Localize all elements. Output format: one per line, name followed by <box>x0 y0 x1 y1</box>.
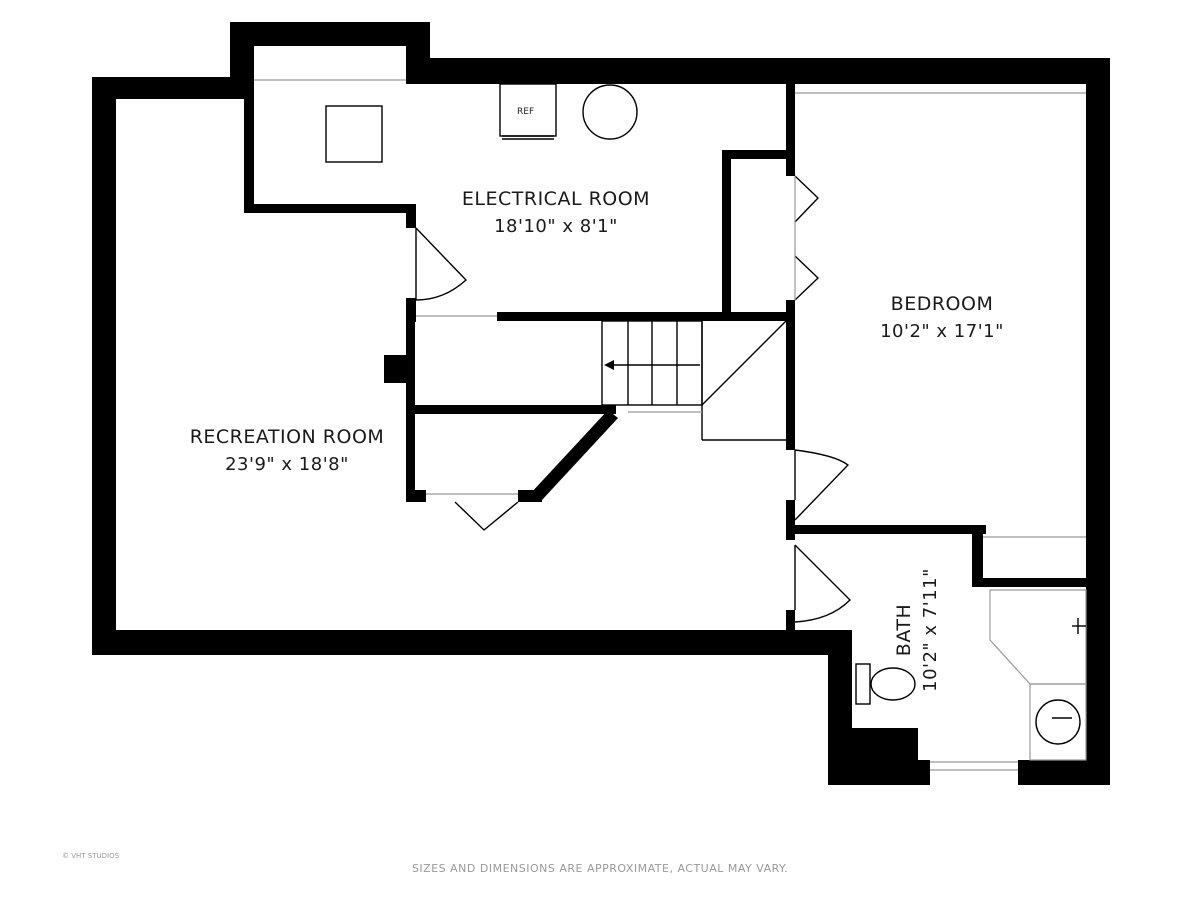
fixtures: REF <box>325 83 1086 745</box>
toilet-tank-icon <box>855 663 871 705</box>
water-heater-icon <box>582 84 638 140</box>
exterior-walls <box>92 22 1110 785</box>
bath-name: BATH <box>893 604 915 656</box>
toilet-icon <box>870 667 916 701</box>
thin-lines <box>254 79 1087 771</box>
interior-walls <box>244 84 1086 640</box>
refrigerator-label: REF <box>517 107 534 117</box>
disclaimer-text: SIZES AND DIMENSIONS ARE APPROXIMATE, AC… <box>412 862 788 875</box>
recreation-room-dims: 23'9" x 18'8" <box>225 454 349 475</box>
doors <box>415 175 851 623</box>
bedroom-name: BEDROOM <box>891 293 994 315</box>
room-labels: ELECTRICAL ROOM 18'10" x 8'1" BEDROOM 10… <box>190 188 1004 692</box>
sink-icon <box>1035 699 1081 745</box>
furnace-icon <box>325 105 383 163</box>
electrical-room-name: ELECTRICAL ROOM <box>462 188 650 210</box>
bedroom-dims: 10'2" x 17'1" <box>880 321 1004 342</box>
copyright-text: © VHT STUDIOS <box>62 852 120 860</box>
recreation-room-name: RECREATION ROOM <box>190 426 385 448</box>
bath-dims: 10'2" x 7'11" <box>920 568 941 692</box>
electrical-room-dims: 18'10" x 8'1" <box>494 216 618 237</box>
